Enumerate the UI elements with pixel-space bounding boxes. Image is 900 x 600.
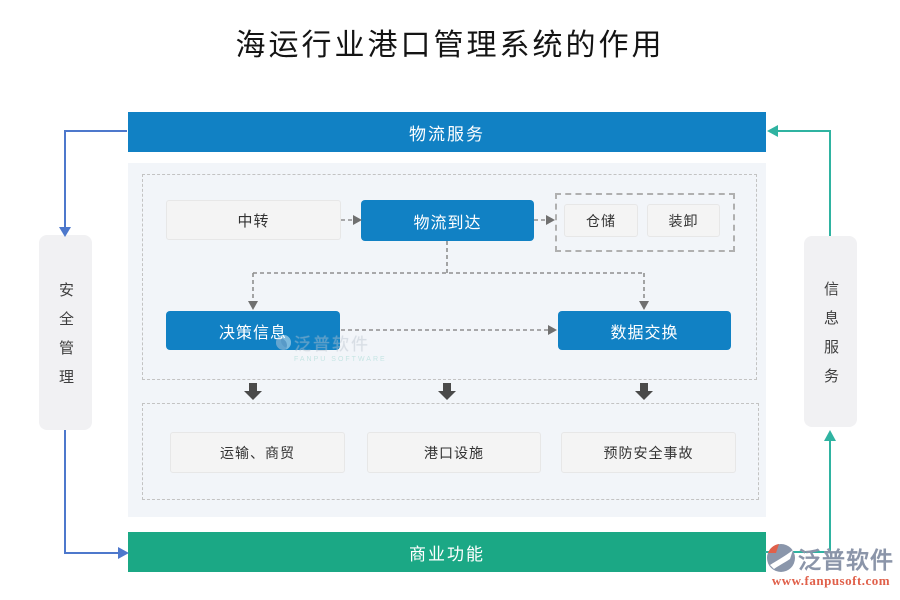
fanpu-logo-icon [767,544,795,572]
arrow-left-into-logistics [767,125,778,137]
fanpu-logo-name: 泛普软件 [798,547,894,573]
arrow-up-into-info [824,430,836,441]
node-port-facilities[interactable]: 港口设施 [367,432,541,473]
upper-dashed-group [142,174,757,380]
bar-business-function[interactable]: 商业功能 [128,532,766,572]
node-transport-trade[interactable]: 运输、商贸 [170,432,345,473]
lower-dashed-group [142,403,759,500]
node-loading[interactable]: 装卸 [647,204,720,237]
page-title: 海运行业港口管理系统的作用 [235,28,665,63]
side-box-safety-management[interactable]: 安全管理 [39,235,92,430]
fanpu-logo: 泛普软件 www.fanpusoft.com [766,541,896,589]
node-decision-info[interactable]: 决策信息 [166,311,340,350]
node-data-exchange[interactable]: 数据交换 [558,311,731,350]
node-prevent-accident[interactable]: 预防安全事故 [561,432,736,473]
node-warehouse[interactable]: 仓储 [564,204,638,237]
node-transit[interactable]: 中转 [166,200,341,240]
fanpu-logo-url[interactable]: www.fanpusoft.com [771,573,891,588]
node-logistics-arrival[interactable]: 物流到达 [361,200,534,241]
warehouse-loading-dashed-group [555,193,735,252]
side-box-information-service[interactable]: 信息服务 [804,236,857,427]
bar-logistics-service[interactable]: 物流服务 [128,112,766,152]
